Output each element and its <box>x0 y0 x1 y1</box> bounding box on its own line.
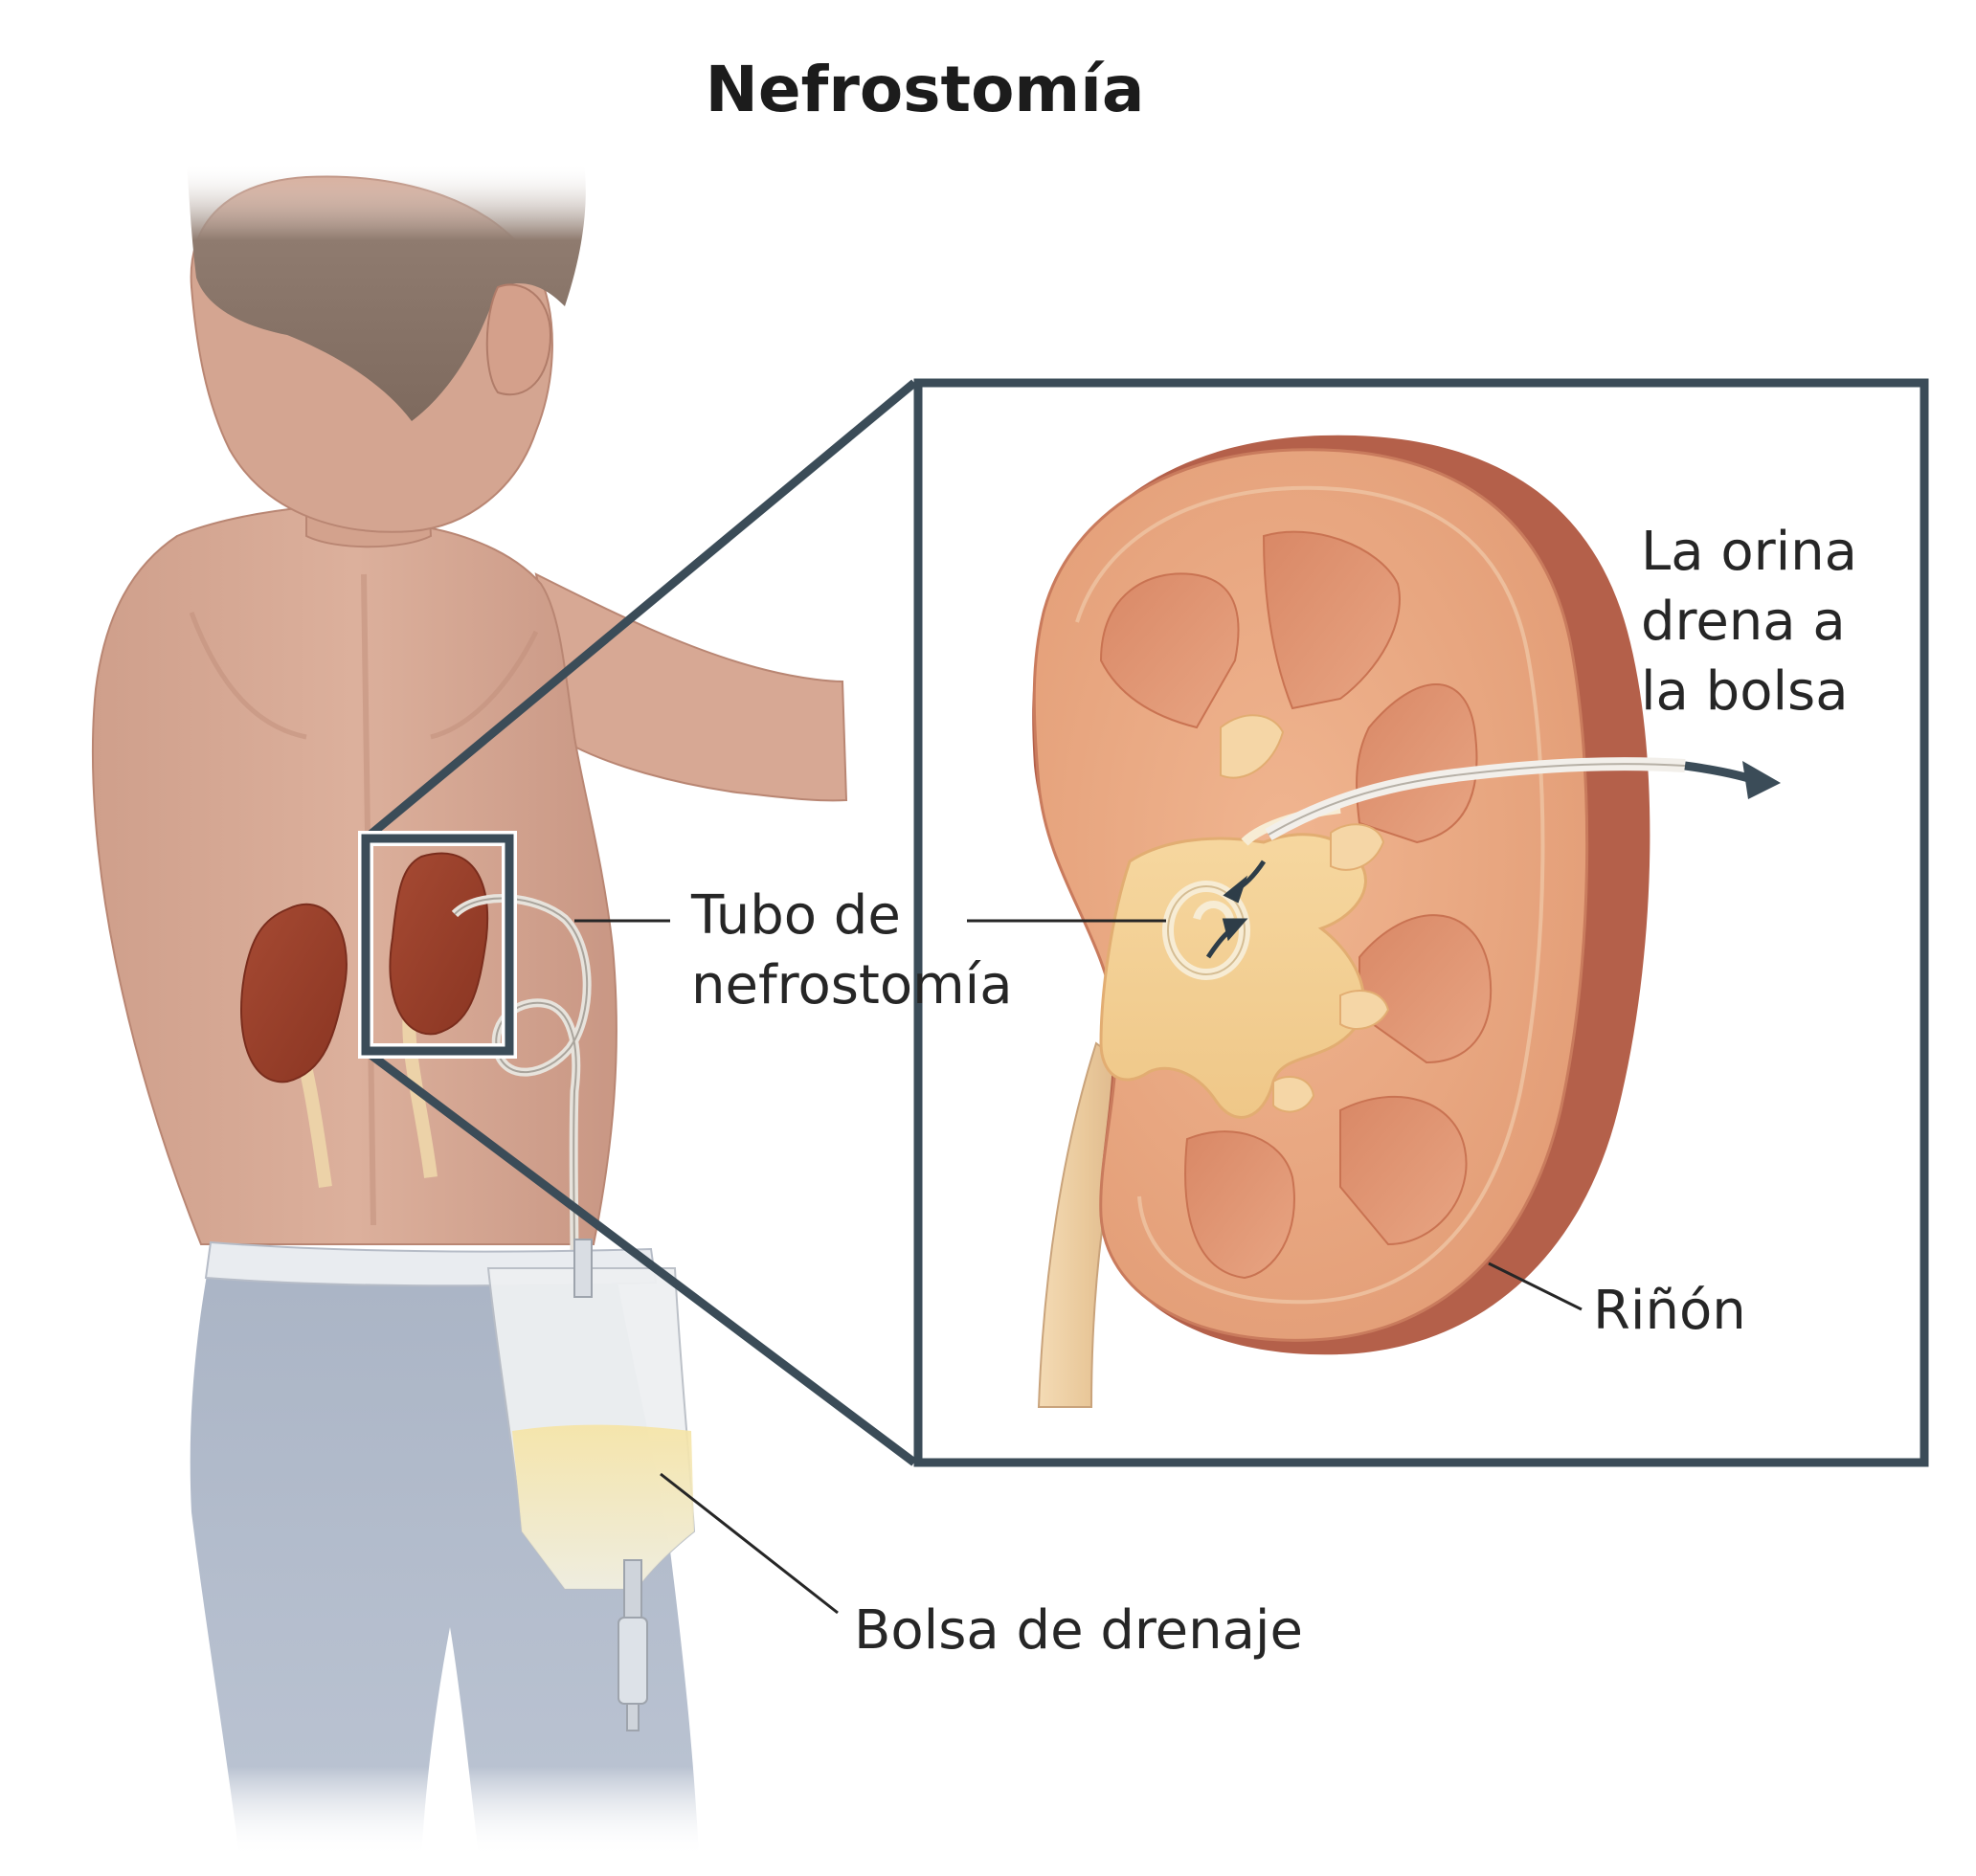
shoulder-blade-right <box>430 630 539 740</box>
renal-pelvis <box>1099 833 1367 1119</box>
kidney-leader <box>1488 1262 1583 1311</box>
small-kidney-left <box>240 903 348 1188</box>
urine-drains-label-line2: drena a <box>1641 591 1846 653</box>
hair <box>187 163 586 421</box>
right-arm <box>534 572 848 802</box>
small-kidney-right <box>389 852 489 1178</box>
urine-drains-label-line3: la bolsa <box>1641 660 1849 723</box>
child-figure <box>91 163 848 1857</box>
drainage-bag <box>486 1239 696 1731</box>
kidney-label: Riñón <box>1593 1280 1746 1342</box>
tube-label: Tubo de <box>690 884 901 947</box>
ear <box>485 283 552 396</box>
torso <box>91 401 618 1245</box>
kidney-cross-section <box>1032 435 1781 1408</box>
tube-label-line2: nefrostomía <box>691 954 1013 1016</box>
shoulder-blade <box>189 612 307 740</box>
renal-pyramids <box>1099 530 1493 1280</box>
urine-drains-label: La orina <box>1641 521 1857 583</box>
zoom-indicator <box>358 379 917 1466</box>
bag-urine <box>512 1424 694 1589</box>
drain-arrow-head <box>1742 761 1781 799</box>
diagram-title: Nefrostomía <box>706 53 1145 126</box>
bag-label: Bolsa de drenaje <box>854 1599 1303 1662</box>
bag-leader <box>660 1472 839 1615</box>
flow-arrows <box>1205 860 1267 959</box>
